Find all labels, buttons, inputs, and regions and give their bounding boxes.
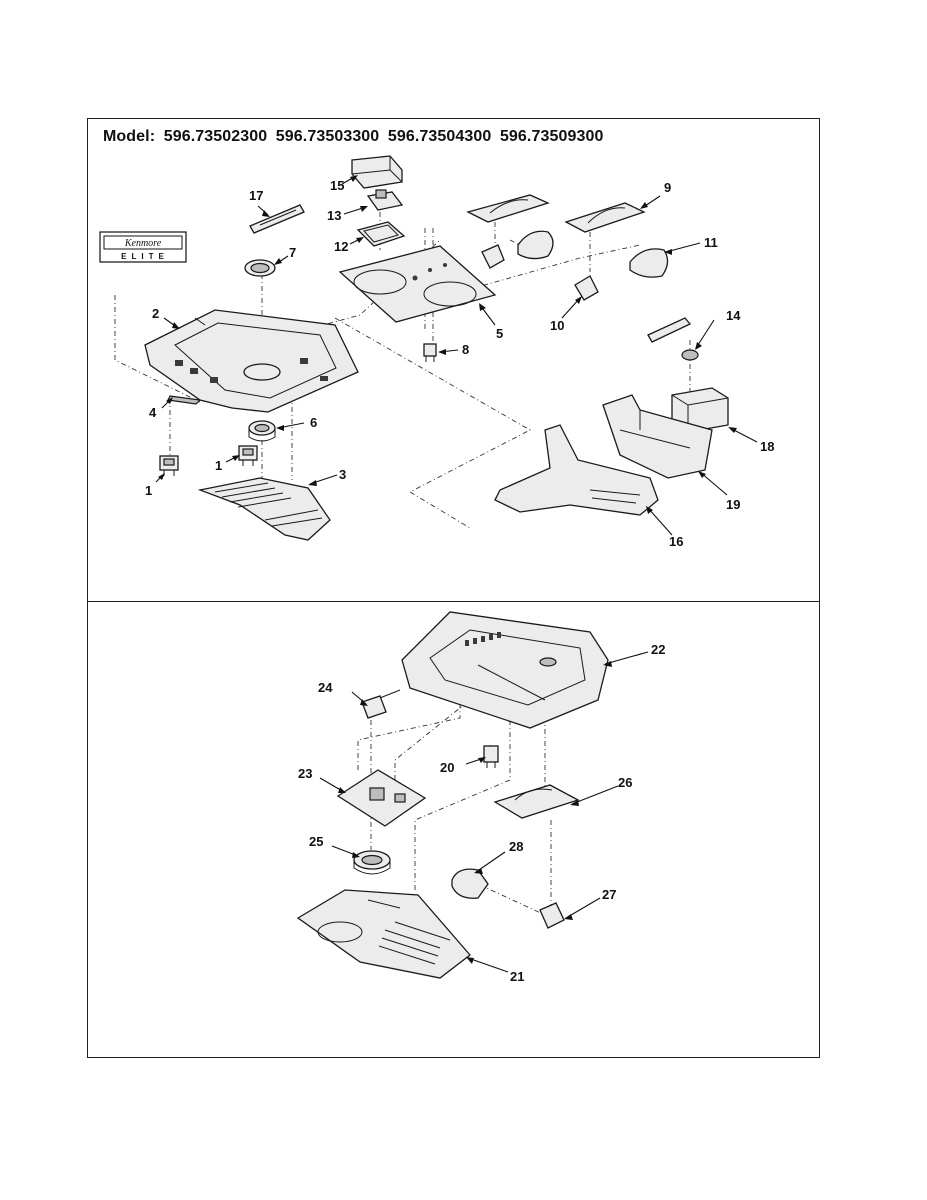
part-17-strip <box>249 204 305 234</box>
model-header: Model: 596.73502300 596.73503300 596.735… <box>103 128 607 146</box>
model-number: 596.73504300 <box>387 128 492 145</box>
part-10-lamp-socket <box>574 275 599 301</box>
callout-23: 23 <box>298 766 312 781</box>
part-4-strip <box>167 395 202 405</box>
part-13-bracket <box>366 189 404 211</box>
callout-labels: 15 13 12 17 7 2 4 6 1 3 1 5 8 9 10 11 14… <box>145 178 774 984</box>
callout-18: 18 <box>760 439 774 454</box>
part-15-cover <box>351 155 403 189</box>
part-12-plate <box>356 221 406 247</box>
lamp-bulb-left <box>517 230 554 260</box>
part-20-clip <box>483 745 499 768</box>
model-label: Model: <box>103 128 156 145</box>
part-26-light-housing <box>493 784 580 819</box>
callout-5: 5 <box>496 326 503 341</box>
callout-22: 22 <box>651 642 665 657</box>
lamp-socket-left <box>481 244 505 269</box>
part-24-switch <box>361 689 401 719</box>
callout-11: 11 <box>704 235 718 250</box>
part-14-knob <box>647 317 699 361</box>
part-1-switch <box>238 445 258 466</box>
model-number: 596.73503300 <box>275 128 380 145</box>
part-21-lens <box>296 889 471 979</box>
callout-26: 26 <box>618 775 632 790</box>
callout-10: 10 <box>550 318 564 333</box>
part-2-frame <box>144 309 359 413</box>
callout-13: 13 <box>327 208 341 223</box>
callout-25: 25 <box>309 834 323 849</box>
part-3-grille-lens <box>197 477 331 541</box>
callout-28: 28 <box>509 839 523 854</box>
model-number: 596.73502300 <box>163 128 268 145</box>
model-number: 596.73509300 <box>499 128 604 145</box>
callout-3: 3 <box>339 467 346 482</box>
callout-15: 15 <box>330 178 344 193</box>
section-divider <box>87 601 820 602</box>
logo-brand-text: Kenmore <box>124 238 162 249</box>
callout-21: 21 <box>510 969 524 984</box>
callout-9: 9 <box>664 180 671 195</box>
part-11-bulb <box>629 248 669 278</box>
callout-leaders <box>155 175 758 973</box>
callout-12: 12 <box>334 239 348 254</box>
diagram-frame <box>87 118 820 1058</box>
part-22-base-housing <box>401 611 609 729</box>
callout-24: 24 <box>318 680 333 695</box>
part-7-speaker <box>244 259 276 277</box>
callout-4: 4 <box>149 405 157 420</box>
callout-17: 17 <box>249 188 263 203</box>
callout-19: 19 <box>726 497 740 512</box>
callout-14: 14 <box>726 308 741 323</box>
callout-8: 8 <box>462 342 469 357</box>
part-23-socket-plate <box>336 769 427 827</box>
callout-2: 2 <box>152 306 159 321</box>
part-9-light-housing <box>564 202 646 233</box>
part-16-trim <box>494 424 659 516</box>
part-28-bulb <box>451 868 489 899</box>
callout-27: 27 <box>602 887 616 902</box>
part-27-lamp-socket <box>539 902 565 929</box>
callout-16: 16 <box>669 534 683 549</box>
part-8-clip <box>423 343 437 362</box>
callout-1: 1 <box>145 483 152 498</box>
part-5-main-plate <box>338 245 497 323</box>
logo-sub-text: ELITE <box>121 252 169 261</box>
part-25-socket <box>353 850 391 875</box>
callout-20: 20 <box>440 760 454 775</box>
light-housing-left <box>466 194 550 223</box>
callout-1: 1 <box>215 458 222 473</box>
callout-7: 7 <box>289 245 296 260</box>
kenmore-elite-logo: Kenmore ELITE <box>99 231 187 263</box>
part-19-housing <box>602 394 713 479</box>
part-1-switch <box>159 455 179 476</box>
callout-6: 6 <box>310 415 317 430</box>
part-6-socket <box>248 420 276 442</box>
